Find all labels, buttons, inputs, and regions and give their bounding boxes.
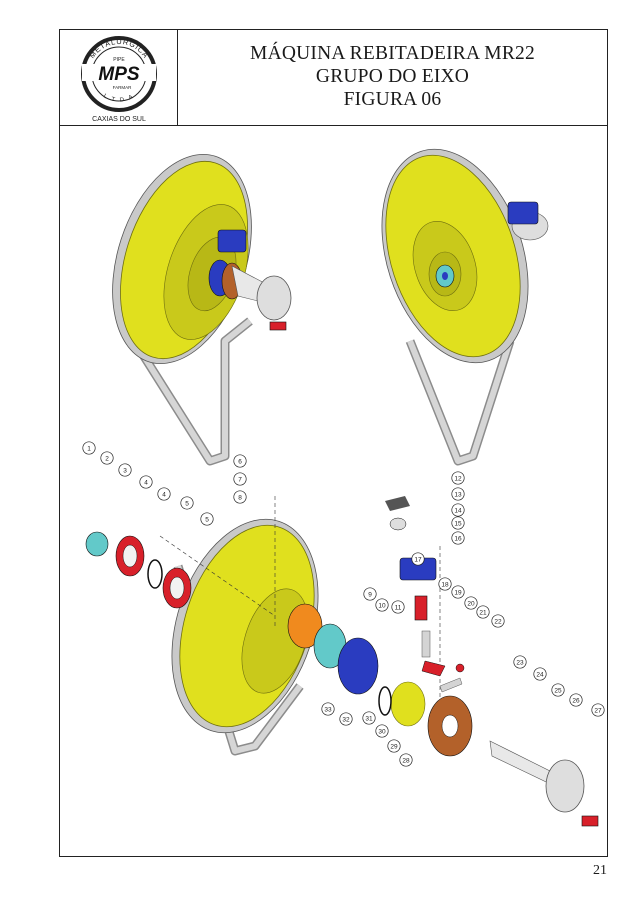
logo-emblem: METALÚRGICA L T D A MPS PIPE FARMAR CAXI… [81, 36, 157, 123]
callout-17: 17 [411, 552, 425, 566]
logo-brand-small-top: PIPE [113, 57, 125, 63]
callout-23: 23 [513, 655, 527, 669]
svg-text:20: 20 [467, 600, 475, 607]
svg-text:25: 25 [554, 687, 562, 694]
assembled-view-front [112, 153, 292, 466]
callout-15: 15 [451, 516, 465, 530]
callout-7: 7 [233, 472, 247, 486]
svg-text:27: 27 [594, 707, 602, 714]
callout-29: 29 [387, 739, 401, 753]
svg-text:21: 21 [479, 609, 487, 616]
callout-24: 24 [533, 667, 547, 681]
callout-20: 20 [464, 596, 478, 610]
callout-31: 31 [362, 711, 376, 725]
logo-city: CAXIAS DO SUL [92, 116, 146, 123]
logo-brand-small-bottom: FARMAR [113, 85, 133, 90]
callout-6: 6 [233, 454, 247, 468]
svg-text:19: 19 [454, 589, 462, 596]
header: METALÚRGICA L T D A MPS PIPE FARMAR CAXI… [60, 30, 607, 126]
callout-3: 3 [118, 463, 132, 477]
svg-text:4: 4 [144, 479, 148, 486]
callout-4: 4 [157, 487, 171, 501]
svg-text:L T D A: L T D A [102, 93, 136, 104]
callout-10: 10 [375, 598, 389, 612]
callout-30: 30 [375, 724, 389, 738]
svg-text:3: 3 [123, 467, 127, 474]
svg-text:23: 23 [516, 659, 524, 666]
title-line-group: GRUPO DO EIXO [315, 66, 470, 87]
callout-32: 32 [339, 712, 353, 726]
callout-22: 22 [491, 614, 505, 628]
callout-1: 1 [82, 441, 96, 455]
callout-13: 13 [451, 487, 465, 501]
logo-brand: MPS [98, 64, 140, 85]
page-number: 21 [593, 863, 607, 878]
callout-27: 27 [591, 703, 605, 717]
svg-text:17: 17 [414, 556, 422, 563]
callout-16: 16 [451, 531, 465, 545]
svg-text:28: 28 [402, 757, 410, 764]
callout-12: 12 [451, 471, 465, 485]
svg-text:29: 29 [390, 743, 398, 750]
logo-ring-bottom-text: L T D A [102, 93, 134, 104]
assembled-view-rear [381, 148, 549, 466]
assembly-illustration: 1234455678910111213141516171819202122232… [82, 148, 605, 827]
callout-8: 8 [233, 490, 247, 504]
svg-text:15: 15 [454, 520, 462, 527]
svg-text:7: 7 [238, 476, 242, 483]
callout-19: 19 [451, 585, 465, 599]
callout-26: 26 [569, 693, 583, 707]
svg-text:13: 13 [454, 491, 462, 498]
callout-11: 11 [391, 600, 405, 614]
company-logo: METALÚRGICA L T D A MPS PIPE FARMAR CAXI… [60, 30, 178, 126]
svg-text:2: 2 [105, 455, 109, 462]
svg-text:5: 5 [205, 516, 209, 523]
callout-25: 25 [551, 683, 565, 697]
svg-text:6: 6 [238, 458, 242, 465]
svg-text:4: 4 [162, 491, 166, 498]
callout-9: 9 [363, 587, 377, 601]
svg-text:33: 33 [324, 706, 332, 713]
svg-text:30: 30 [378, 728, 386, 735]
title-line-machine: MÁQUINA REBITADEIRA MR22 [250, 43, 535, 64]
svg-text:31: 31 [365, 715, 373, 722]
page-frame: METALÚRGICA L T D A MPS PIPE FARMAR CAXI… [59, 29, 608, 878]
callout-33: 33 [321, 702, 335, 716]
svg-text:16: 16 [454, 535, 462, 542]
svg-text:10: 10 [378, 602, 386, 609]
callout-28: 28 [399, 753, 413, 767]
callout-18: 18 [438, 577, 452, 591]
callout-5: 5 [200, 512, 214, 526]
svg-text:24: 24 [536, 671, 544, 678]
callout-5: 5 [180, 496, 194, 510]
svg-text:26: 26 [572, 697, 580, 704]
svg-text:5: 5 [185, 500, 189, 507]
callout-21: 21 [476, 605, 490, 619]
callout-14: 14 [451, 503, 465, 517]
svg-text:1: 1 [87, 445, 91, 452]
svg-text:11: 11 [395, 604, 402, 611]
svg-text:12: 12 [454, 475, 462, 482]
svg-text:32: 32 [342, 716, 350, 723]
svg-text:18: 18 [441, 581, 449, 588]
svg-text:14: 14 [454, 507, 462, 514]
title-block: MÁQUINA REBITADEIRA MR22 GRUPO DO EIXO F… [178, 30, 607, 126]
callout-4: 4 [139, 475, 153, 489]
svg-text:22: 22 [494, 618, 502, 625]
svg-text:9: 9 [368, 591, 372, 598]
title-line-figure: FIGURA 06 [343, 89, 442, 110]
svg-text:8: 8 [238, 494, 242, 501]
callout-2: 2 [100, 451, 114, 465]
